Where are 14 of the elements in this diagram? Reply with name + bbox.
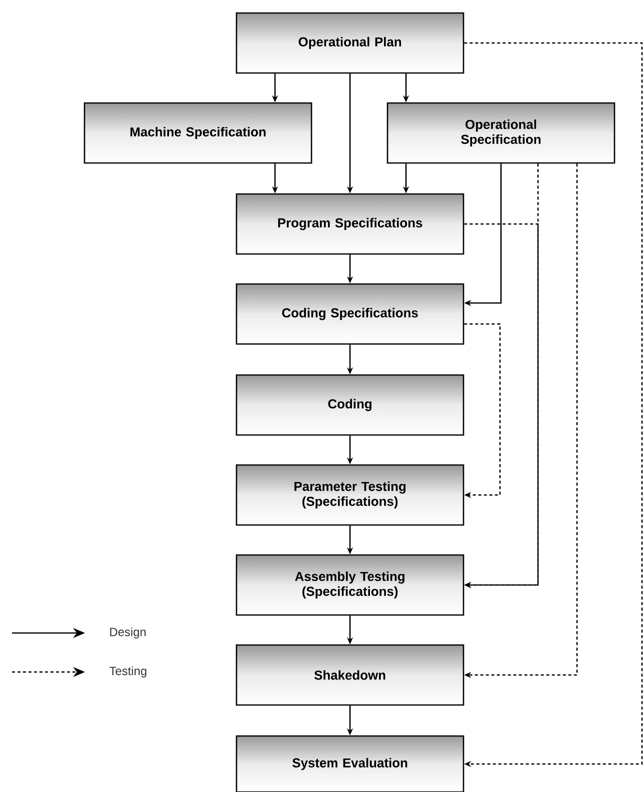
arrow — [464, 323, 501, 498]
process-box: Parameter Testing (Specifications) — [236, 464, 464, 526]
process-box: Coding Specifications — [236, 283, 464, 345]
legend-label: Testing — [109, 666, 146, 678]
process-box: Assembly Testing (Specifications) — [236, 554, 464, 616]
process-box: Operational Specification — [386, 102, 616, 164]
process-box: Shakedown — [236, 644, 464, 706]
process-box: System Evaluation — [236, 735, 464, 792]
legend-label: Design — [110, 627, 146, 639]
process-box: Operational Plan — [236, 12, 464, 74]
process-box: Coding — [236, 374, 464, 436]
arrow — [464, 42, 643, 768]
process-box: Program Specifications — [236, 193, 464, 255]
process-box: Machine Specification — [84, 102, 312, 164]
